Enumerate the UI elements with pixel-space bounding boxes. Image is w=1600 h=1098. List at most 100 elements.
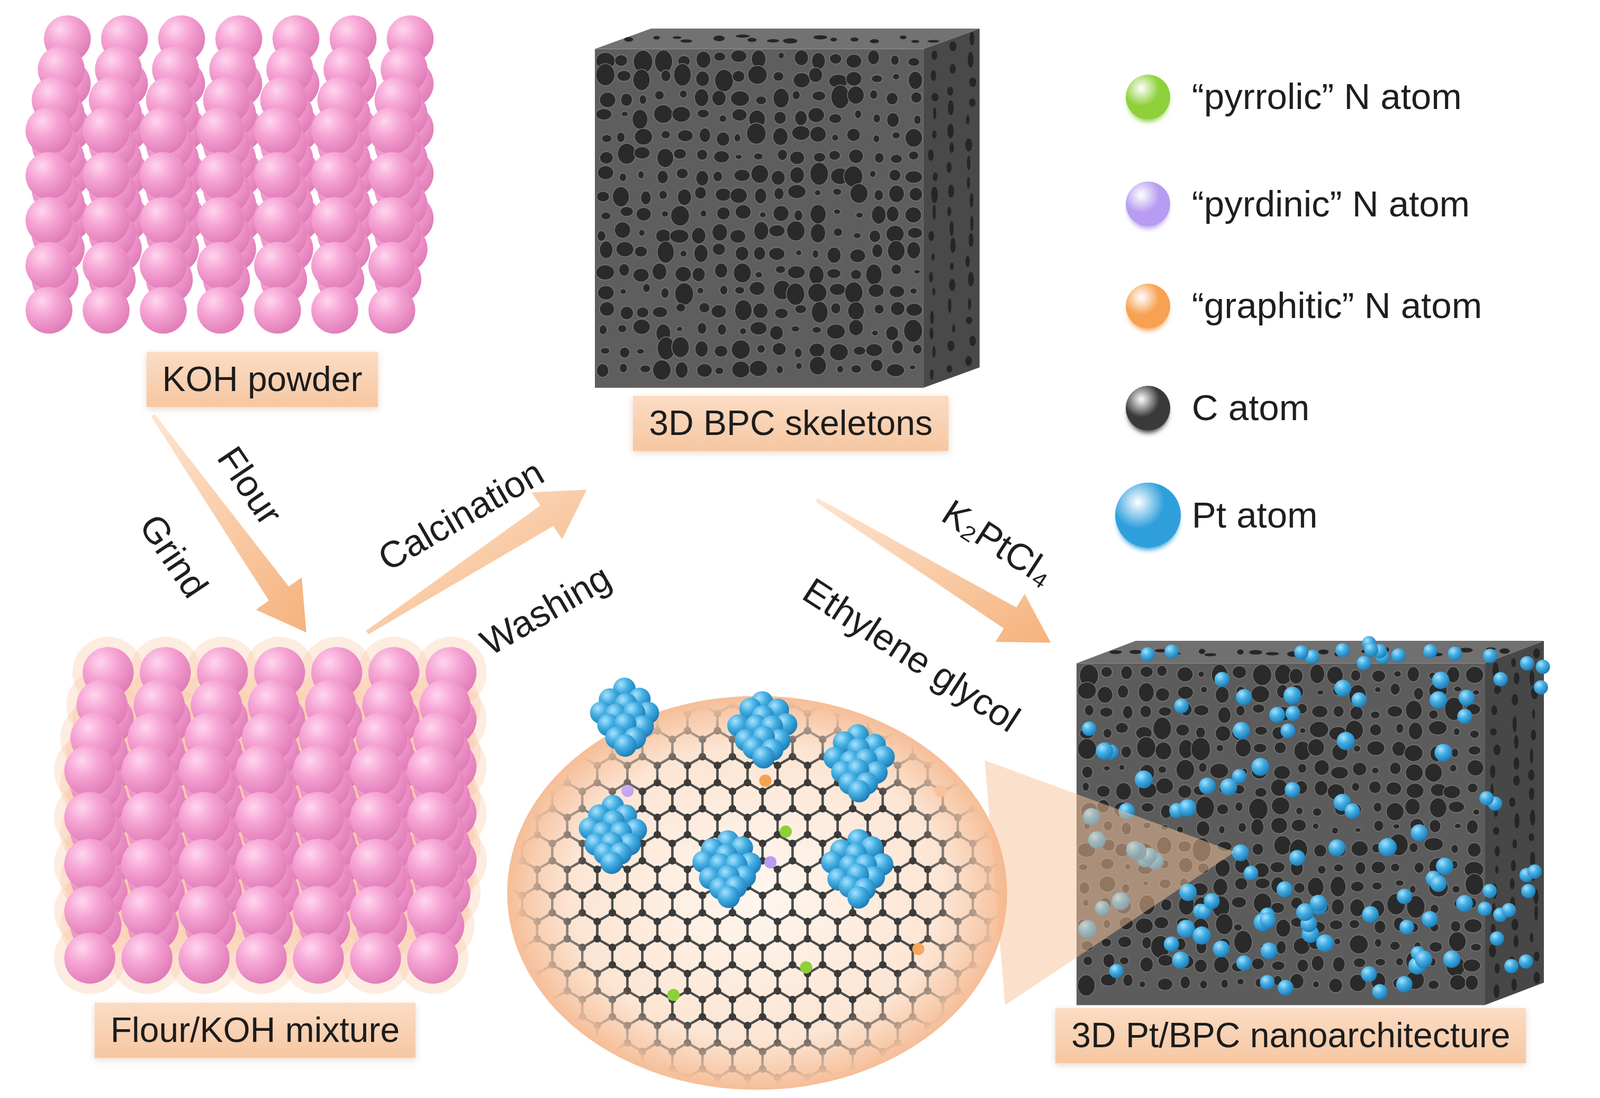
carbon-atom [803, 831, 812, 839]
koh-sphere [196, 286, 244, 334]
carbon-atom [909, 753, 917, 761]
pore [1529, 670, 1535, 686]
pore [1408, 842, 1418, 853]
pore [899, 35, 907, 40]
carbon-atom [548, 735, 556, 744]
pore [1295, 807, 1303, 816]
pt-particle [1198, 777, 1216, 795]
pt-particle [1378, 838, 1397, 857]
pore [1081, 766, 1093, 779]
pore [753, 221, 769, 241]
carbon-atom [818, 683, 827, 692]
pore [1313, 844, 1327, 858]
carbon-atom [683, 674, 692, 683]
pore [1218, 825, 1225, 834]
pore [596, 363, 609, 378]
carbon-atom [834, 814, 842, 822]
carbon-atom [578, 735, 586, 744]
pore [1289, 668, 1304, 685]
pore [910, 91, 922, 104]
pore [694, 186, 707, 200]
pore [1368, 781, 1382, 794]
pore [1236, 978, 1244, 986]
carbon-atom [969, 788, 977, 796]
pore [947, 340, 955, 352]
carbon-atom [563, 814, 572, 822]
pore [907, 57, 920, 67]
carbon-atom [954, 779, 962, 787]
carbon-atom [803, 779, 812, 787]
pt-particle [1351, 692, 1368, 708]
pore [1469, 730, 1480, 739]
pore [751, 164, 769, 184]
pore [1275, 919, 1291, 938]
koh-sphere [25, 151, 73, 200]
pt-particle [1504, 959, 1519, 974]
pore [869, 230, 881, 243]
carbon-atom [668, 701, 676, 709]
carbon-atom [893, 727, 902, 735]
carbon-atom [563, 814, 572, 822]
pt-particle [1164, 644, 1179, 659]
pore [1427, 980, 1440, 990]
pore [1252, 664, 1272, 686]
pore [1115, 782, 1132, 801]
pore [1466, 819, 1479, 835]
koh-sphere [82, 106, 130, 155]
carbon-atom [788, 683, 797, 692]
pt-particle [1414, 950, 1433, 969]
pore [927, 40, 940, 43]
carbon-atom [623, 761, 631, 770]
pore [1153, 916, 1169, 929]
pore [778, 52, 785, 60]
pore [1429, 798, 1448, 819]
carbon-atom [608, 788, 617, 796]
carbon-atom [533, 831, 541, 839]
carbon-atom [758, 683, 767, 692]
pore [1373, 920, 1386, 934]
pore [612, 186, 630, 207]
carbon-atom [713, 674, 722, 683]
carbon-atom [788, 701, 797, 709]
carbon-atom [803, 779, 812, 787]
pore [1254, 787, 1268, 798]
pore [1530, 729, 1536, 741]
carbon-atom [683, 761, 692, 770]
pt-particle [1456, 895, 1473, 912]
carbon-atom [938, 753, 947, 761]
pore [1529, 933, 1534, 944]
pore [1215, 914, 1234, 936]
carbon-atom [698, 805, 707, 813]
pore [1141, 802, 1154, 813]
pt-particle [1260, 942, 1278, 960]
pt-particle [1430, 875, 1447, 892]
carbon-atom [668, 683, 676, 692]
pore [1213, 956, 1230, 974]
carbon-atom [803, 761, 812, 770]
pore [968, 297, 972, 311]
pore [1329, 978, 1343, 993]
carbon-atom [803, 814, 812, 822]
koh-sphere [82, 151, 130, 200]
pore [1249, 649, 1263, 655]
pore [965, 356, 973, 367]
koh-sphere [349, 933, 401, 984]
pore [1494, 963, 1500, 974]
carbon-atom [788, 805, 797, 813]
pore [1404, 745, 1423, 763]
carbon-atom [818, 805, 827, 813]
carbon-atom [608, 753, 617, 761]
pt-particle [1285, 706, 1301, 721]
pore [719, 285, 728, 295]
carbon-atom [668, 753, 676, 761]
pore [1405, 700, 1423, 720]
carbon-atom [938, 735, 947, 744]
pore [965, 255, 970, 268]
carbon-atom [653, 761, 662, 770]
pore [1312, 808, 1323, 817]
pore [1213, 878, 1228, 897]
carbon-atom [503, 814, 511, 822]
pore [948, 278, 956, 292]
carbon-atom [563, 831, 572, 839]
pore [1155, 742, 1172, 761]
